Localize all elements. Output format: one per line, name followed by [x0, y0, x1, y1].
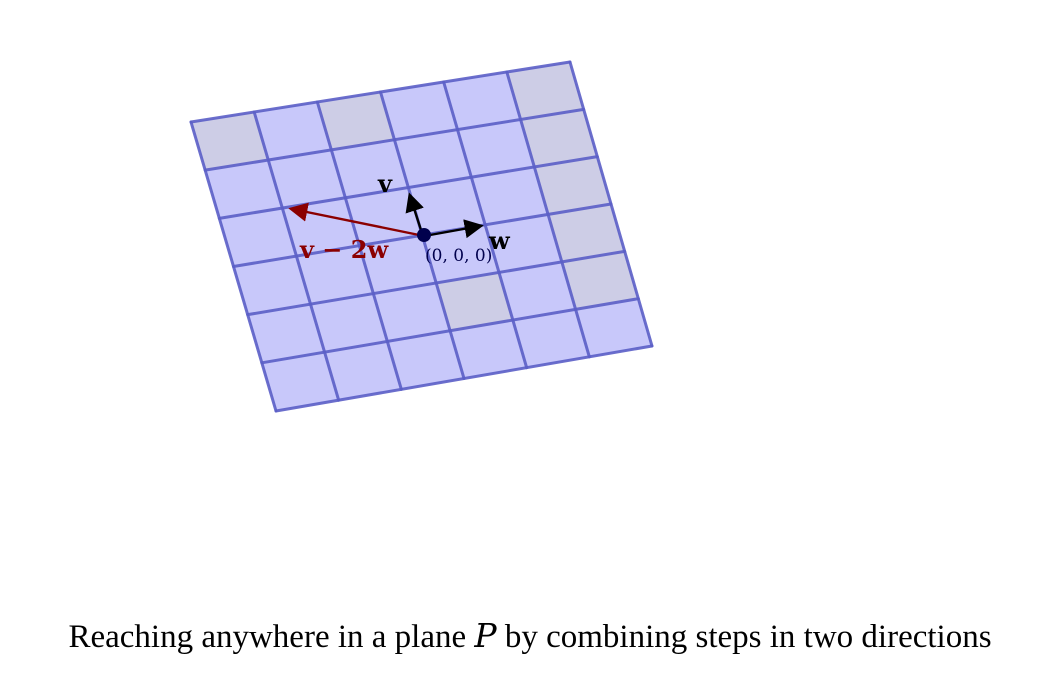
plane-cell — [520, 109, 598, 167]
plane-cell — [247, 304, 325, 363]
origin-point — [417, 228, 431, 242]
plane-cell — [380, 82, 458, 140]
plane-cells — [191, 62, 652, 411]
plane-cell — [317, 92, 395, 150]
plane-cell — [471, 166, 549, 225]
origin-label: (0, 0, 0) — [425, 246, 492, 266]
vector-v-label: v — [377, 169, 393, 198]
plane-cell — [499, 261, 576, 321]
plane-cell — [450, 320, 527, 379]
plane-column-line — [189, 120, 278, 413]
plane-cell — [261, 352, 339, 411]
plane-cell — [254, 102, 332, 161]
plane-cell — [575, 298, 652, 357]
plane-column-line — [505, 70, 591, 359]
plane-column-line — [442, 80, 529, 370]
vector-v-minus-2w-label: v − 2w — [299, 235, 389, 264]
plane-cell — [387, 330, 464, 390]
plane-cell — [205, 160, 283, 219]
vector-v-arrow — [405, 192, 424, 231]
vector-w-label: w — [488, 226, 511, 255]
plane-cell — [331, 139, 409, 198]
figure-caption: Reaching anywhere in a plane P by combin… — [0, 616, 1060, 656]
plane-cell — [233, 256, 311, 315]
plane-cell — [436, 272, 513, 331]
plane-symbol: P — [474, 616, 497, 655]
vector-w-arrow — [429, 219, 484, 239]
plane-cell — [457, 119, 535, 178]
vector-v-minus-2w-arrow — [288, 202, 425, 238]
plane-cell — [359, 235, 437, 294]
plane-cell — [422, 224, 499, 283]
plane-cell — [296, 245, 374, 305]
plane-column-line — [568, 60, 654, 348]
plane-grid-lines — [189, 60, 654, 413]
plane-cell — [373, 283, 451, 342]
plane-cell — [443, 72, 521, 130]
plane-cell — [219, 208, 297, 267]
plane-cell — [485, 214, 562, 273]
plane-cell — [268, 149, 346, 209]
plane-cell — [561, 251, 639, 310]
plane-column-line — [252, 110, 341, 402]
plane-column-line — [315, 100, 403, 391]
plane-cell — [191, 112, 269, 171]
plane-cell — [548, 204, 625, 262]
plane-cell — [324, 341, 402, 401]
plane-cell — [534, 156, 611, 215]
plane-cell — [394, 129, 472, 188]
caption-text-before: Reaching anywhere in a plane — [68, 619, 475, 655]
plane-cell — [310, 293, 388, 353]
plane-cell — [512, 309, 590, 368]
caption-text-after: by combining steps in two directions — [496, 619, 992, 655]
plane-cell — [506, 62, 584, 120]
